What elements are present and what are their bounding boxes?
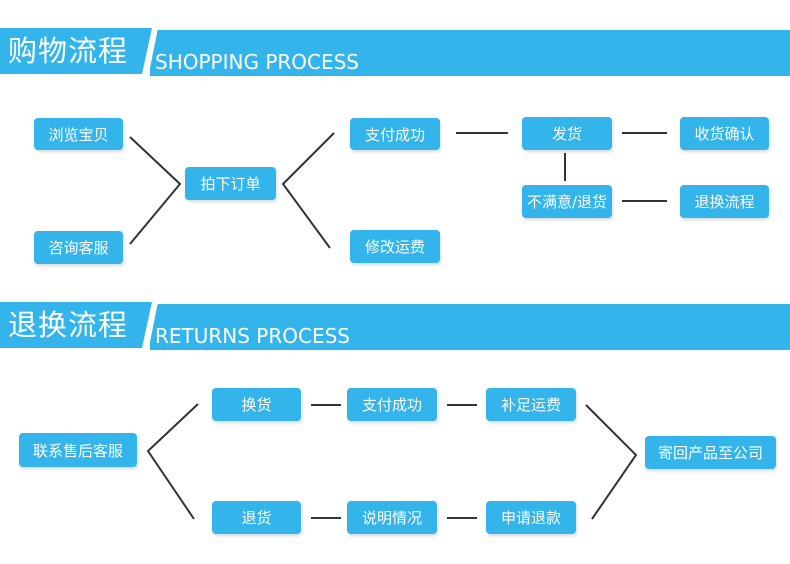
node-consult: 咨询客服 (34, 231, 123, 264)
node-pay: 支付成功 (350, 118, 440, 150)
node-explain: 说明情况 (347, 501, 437, 534)
node-browse: 浏览宝贝 (34, 118, 123, 150)
shopping-process-banner: 购物流程 SHOPPING PROCESS (0, 28, 790, 78)
shopping-title-cn: 购物流程 (8, 34, 129, 68)
node-contact-service: 联系售后客服 (19, 433, 137, 467)
node-pay-success: 支付成功 (347, 388, 437, 421)
node-confirm: 收货确认 (680, 117, 769, 150)
node-exchange-flow: 退换流程 (680, 185, 769, 218)
banner-bar (150, 304, 790, 350)
returns-title-cn: 退换流程 (8, 308, 129, 342)
node-unsatisfied: 不满意/退货 (522, 185, 612, 218)
connector-left-chevron (129, 136, 182, 245)
returns-process-banner: 退换流程 RETURNS PROCESS (0, 302, 790, 352)
node-exchange: 换货 (212, 388, 301, 421)
connector-returns-left-chevron (146, 403, 199, 520)
node-edit-shipping: 修改运费 (350, 230, 440, 263)
node-return: 退货 (212, 501, 301, 534)
node-ship: 发货 (522, 117, 612, 150)
node-order: 拍下订单 (185, 167, 276, 200)
banner-bar (150, 30, 790, 76)
shopping-title-en: SHOPPING PROCESS (155, 50, 360, 74)
returns-title-en: RETURNS PROCESS (155, 324, 350, 348)
node-refund: 申请退款 (486, 501, 576, 534)
banner-tab (0, 28, 152, 74)
connector-returns-right-chevron (585, 404, 638, 520)
connector-right-chevron (281, 132, 335, 249)
banner-tab (0, 302, 152, 348)
node-extra-shipping: 补足运费 (486, 388, 576, 421)
node-mail-back: 寄回产品至公司 (645, 436, 776, 469)
